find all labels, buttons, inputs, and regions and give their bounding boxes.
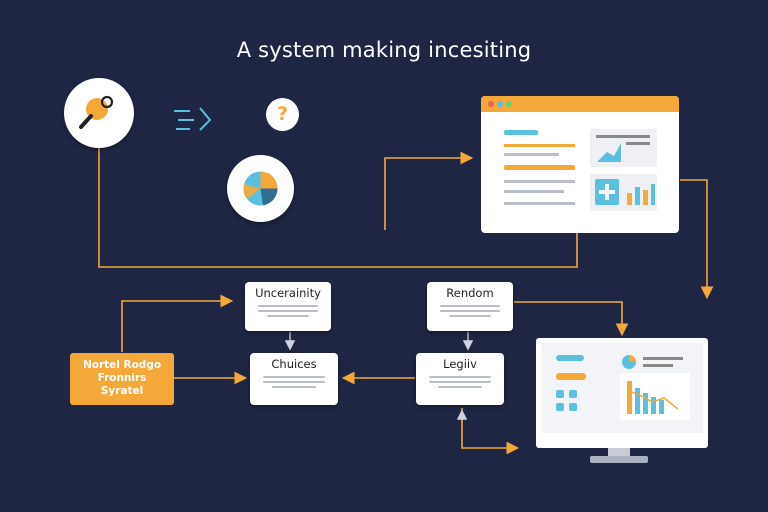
node-logic: Legiiv xyxy=(416,353,504,405)
node-logic-label: Legiiv xyxy=(443,357,477,371)
pie-chart-icon xyxy=(243,171,278,206)
node-source-line-1: Nortel Rodgo xyxy=(82,359,162,371)
question-bubble: ? xyxy=(266,98,299,131)
node-source-line-2: Fronnirs xyxy=(97,372,147,384)
node-uncertainty-text-lines xyxy=(257,305,319,317)
search-circle xyxy=(64,78,134,148)
node-choices-text-lines xyxy=(263,376,325,388)
connector-into-browser xyxy=(384,151,474,230)
node-source: Nortel Rodgo Fronnirs Syratel xyxy=(70,353,174,405)
node-random-text-lines xyxy=(439,305,501,317)
node-uncertainty: Uncerainity xyxy=(245,282,331,331)
node-random: Rendom xyxy=(427,282,513,331)
node-source-line-3: Syratel xyxy=(100,385,144,397)
diagram-title: A system making incesiting xyxy=(236,38,532,62)
magnifier-icon xyxy=(79,95,114,129)
connector-source-to-uncertainty xyxy=(121,294,234,352)
node-random-label: Rendom xyxy=(446,286,494,300)
node-choices: Chuices xyxy=(250,353,338,405)
connector-logic-to-monitor xyxy=(461,408,520,455)
flow-arrow-icon xyxy=(174,107,212,131)
node-logic-text-lines xyxy=(429,376,491,388)
connector-search-to-browser xyxy=(98,148,578,268)
connector-random-to-monitor xyxy=(514,301,629,337)
node-uncertainty-label: Uncerainity xyxy=(255,286,321,300)
node-choices-label: Chuices xyxy=(271,357,317,371)
connector-browser-to-monitor xyxy=(680,179,714,300)
pie-circle xyxy=(227,155,294,222)
